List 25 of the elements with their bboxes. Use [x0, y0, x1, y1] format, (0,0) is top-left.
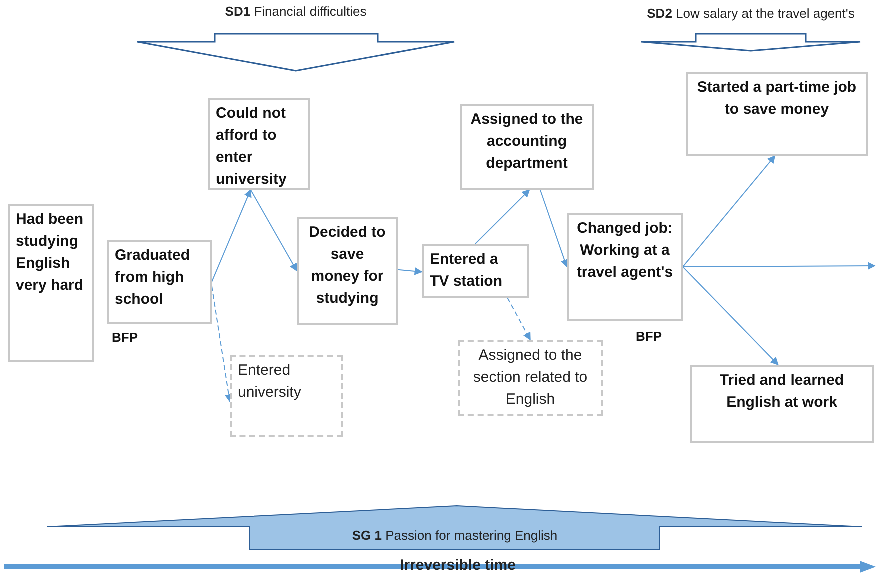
event-box: Decided to save money for studying: [297, 217, 398, 325]
influence-label: SD2 Low salary at the travel agent's: [647, 6, 855, 21]
position-label: BFP: [636, 329, 662, 344]
event-box: Changed job: Working at a travel agent's: [567, 213, 683, 321]
arrow: [682, 266, 779, 366]
arrow: [212, 189, 252, 282]
arrow: [398, 267, 423, 276]
event-box: Started a part-time job to save money: [686, 72, 868, 156]
event-box: Assigned to the accounting department: [460, 104, 594, 190]
event-box: Could not afford to enter university: [208, 98, 310, 190]
band-label: SG 1 Passion for mastering English: [352, 528, 558, 543]
alternative-box: Entered university: [230, 355, 343, 437]
arrow: [682, 262, 876, 270]
position-label: BFP: [112, 330, 138, 345]
event-box: Entered a TV station: [422, 244, 529, 298]
dashed-arrow: [507, 298, 531, 341]
event-box: Had been studying English very hard: [8, 204, 94, 362]
event-box: Tried and learned English at work: [690, 365, 874, 443]
arrow: [682, 155, 776, 268]
arrow: [540, 190, 568, 268]
event-box: Graduated from high school: [107, 240, 212, 324]
arrow: [475, 189, 530, 244]
influence-label: SD1 Financial difficulties: [225, 4, 367, 19]
alternative-box: Assigned to the section related to English: [458, 340, 603, 416]
arrow: [250, 190, 298, 272]
